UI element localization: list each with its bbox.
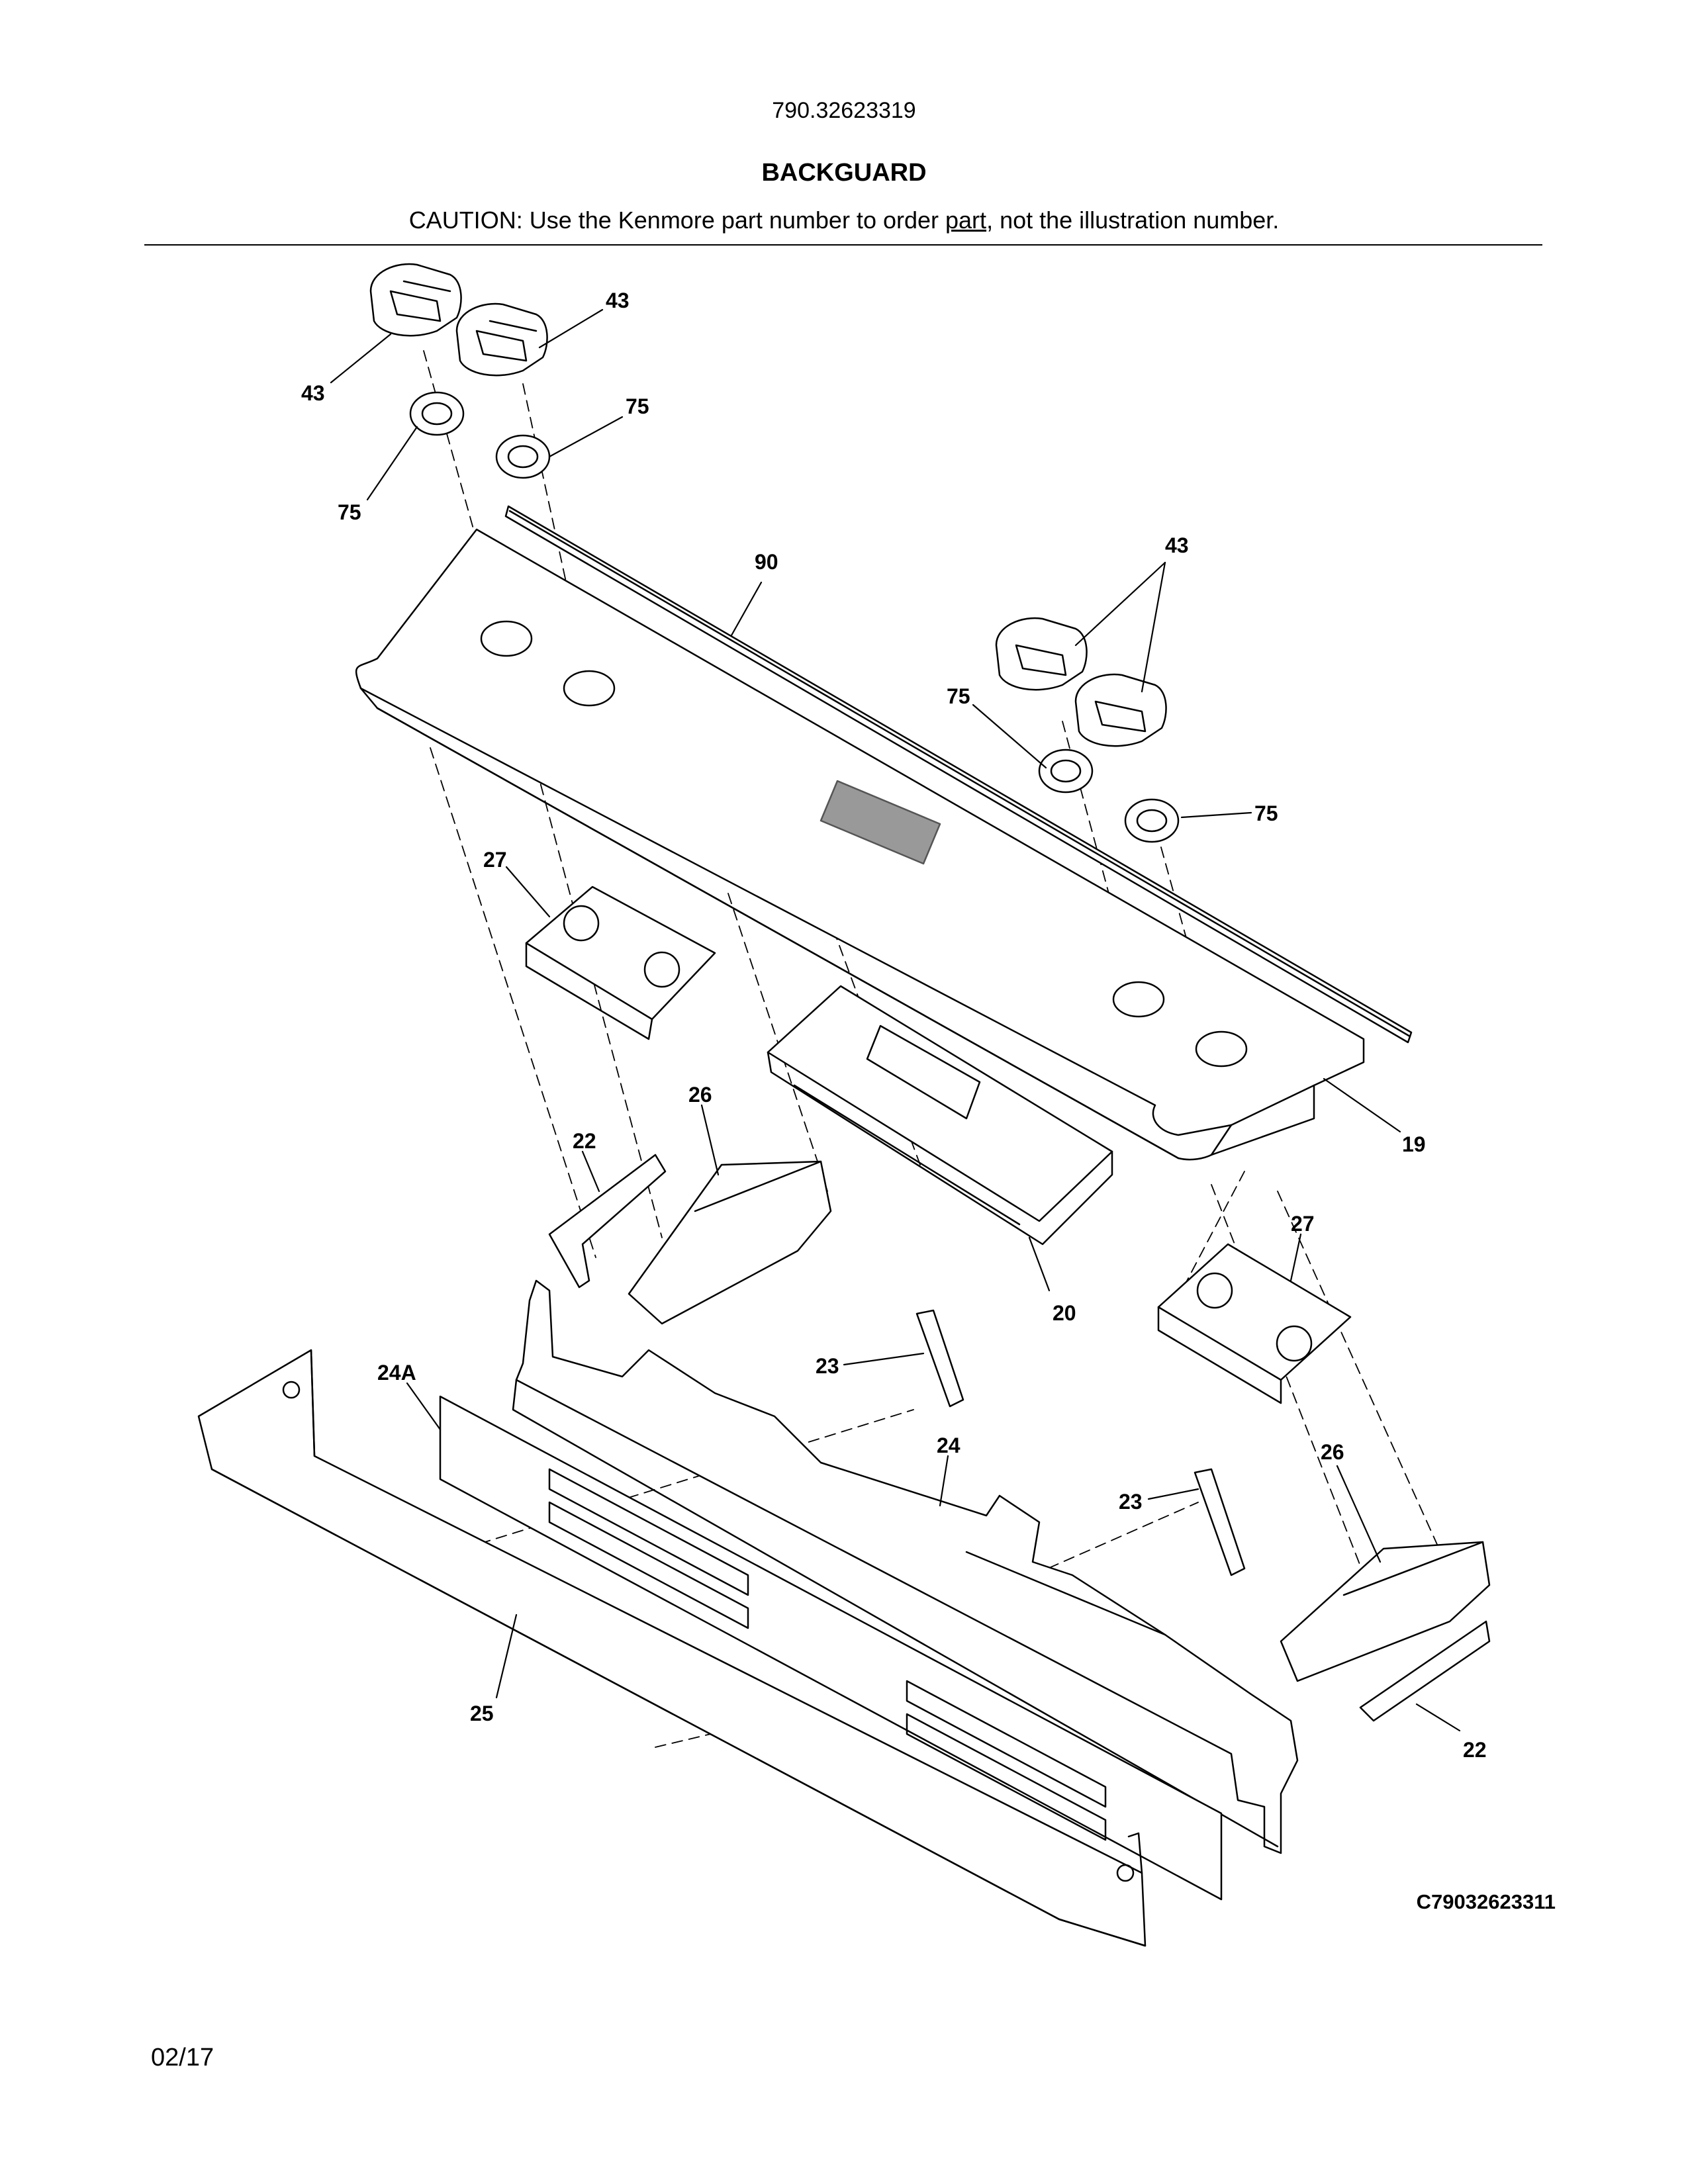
callout-25: 25 (470, 1702, 494, 1725)
hanger-bracket-right (1194, 1468, 1246, 1576)
callout-43-b: 43 (606, 289, 630, 312)
control-knob-top-left (369, 263, 462, 337)
callout-26-right: 26 (1321, 1440, 1344, 1464)
callout-75-d: 75 (1254, 801, 1278, 825)
clip-bracket-right (1359, 1620, 1491, 1722)
hanger-bracket-left (915, 1309, 964, 1408)
callout-43-c: 43 (1165, 533, 1189, 557)
header-rule (144, 244, 1542, 246)
callout-90: 90 (755, 550, 778, 574)
callout-labels: 43 43 43 75 75 75 75 90 19 27 27 22 22 2… (301, 289, 1487, 1762)
callout-27-left: 27 (483, 848, 507, 872)
callout-20: 20 (1053, 1301, 1076, 1325)
callout-75-a: 75 (338, 500, 361, 524)
caution-part-link: part (945, 206, 987, 234)
model-number: 790.32623319 (772, 98, 916, 123)
control-knob-top-right (455, 302, 548, 377)
callout-43-a: 43 (301, 381, 325, 405)
section-title: BACKGUARD (761, 159, 927, 187)
callout-24: 24 (937, 1433, 961, 1457)
control-knob-right-upper (995, 617, 1088, 691)
revision-date: 02/17 (151, 2044, 214, 2071)
callout-24a: 24A (377, 1361, 416, 1385)
base-trim-channel (197, 1349, 1147, 1947)
callout-75-b: 75 (626, 394, 649, 418)
support-bracket-right (1280, 1541, 1491, 1682)
knob-bezel-rings (409, 391, 1180, 843)
callout-23-left: 23 (816, 1354, 839, 1378)
caution-note: CAUTION: Use the Kenmore part number to … (0, 206, 1688, 234)
trim-strip (504, 505, 1413, 1044)
drawing-code: C79032623311 (1416, 1890, 1556, 1913)
callout-27-right: 27 (1291, 1212, 1315, 1236)
callout-22-left: 22 (573, 1129, 596, 1153)
callout-leader-lines (330, 308, 1461, 1732)
control-knob-right-lower (1074, 673, 1167, 747)
support-bracket-left (628, 1160, 832, 1325)
electronic-control-board (767, 985, 1113, 1246)
backguard-panel (355, 528, 1365, 1161)
callout-19: 19 (1402, 1132, 1426, 1156)
inner-vent-panel (439, 1395, 1223, 1901)
mounting-bracket-right (1157, 1243, 1352, 1404)
callout-23-right: 23 (1119, 1490, 1143, 1514)
caution-text-end: , not the illustration number. (986, 206, 1280, 234)
clip-bracket-left (548, 1154, 667, 1289)
callout-26-left: 26 (688, 1083, 712, 1107)
mounting-bracket-left (525, 886, 716, 1040)
callout-22-right: 22 (1463, 1738, 1487, 1762)
caution-text: CAUTION: Use the Kenmore part number to … (408, 206, 946, 234)
rear-backguard-panel (512, 1279, 1299, 1854)
callout-75-c: 75 (947, 684, 970, 708)
